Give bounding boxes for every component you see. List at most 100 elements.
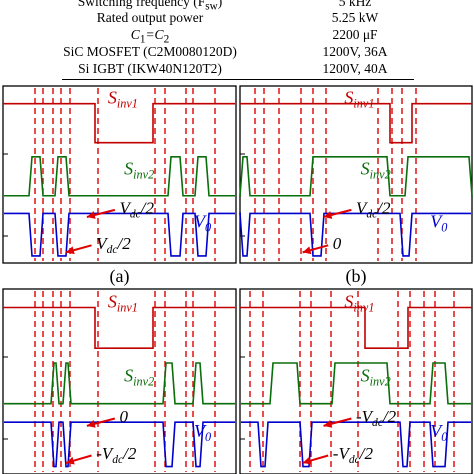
signal-label: Sinv1 [344,88,374,111]
v0-trace [239,212,471,257]
table-row-label: SiC MOSFET (C2M0080120D) [63,44,237,59]
signal-label: V0 [430,421,447,444]
signal-label-sub: 0 [205,430,211,444]
table-cell-sub: 1 [139,33,146,46]
signal-label-sub: inv1 [117,301,138,315]
signal-label: Vdc/2 [120,198,155,220]
table-cell-sub: sw [205,0,218,13]
signal-label: -Vdc/2 [356,407,397,429]
table-row-label: Rated output power [96,10,204,25]
signal-label-main: S [361,366,370,386]
signal-label: -Vdc/2 [96,444,137,466]
signal-label: Sinv2 [361,159,391,182]
table-cell-tail: ) [217,0,223,9]
signal-label-sub: inv2 [133,375,154,389]
signal-label-tail: /2 [116,234,131,253]
signal-label-sub: inv1 [353,97,374,111]
signal-label-sub: 0 [441,430,447,444]
signal-label-sub: dc [372,416,383,429]
v0-trace [241,421,471,468]
signal-label-sub: dc [130,207,141,220]
signal-label-main: S [124,366,133,386]
signal-label-sub: inv1 [117,97,138,111]
signal-label-sub: dc [366,207,377,220]
signal-label-sub: inv1 [353,301,374,315]
signal-label-tail: /2 [140,198,155,217]
panel-frame [239,288,473,474]
signal-label-main: S [124,159,133,179]
arrow-head [65,246,75,255]
arrow-head [323,419,333,428]
s-inv2-trace [4,156,235,197]
s-inv2-trace [241,362,471,405]
signal-label-main: -V [96,444,115,463]
signal-label-main: -V [333,444,352,463]
signal-label-main: V [194,212,207,232]
signal-label-main: V [120,198,133,217]
signal-label: Sinv1 [108,88,138,111]
table-cell-mid: =C [145,27,164,42]
s-inv1-trace [240,102,472,144]
table-row-label: Switching frequency (Fsw) [0,0,300,13]
signal-label-main: S [361,159,370,179]
signal-label: Sinv2 [361,366,391,389]
signal-label: Sinv2 [124,366,154,389]
panel-frame [2,288,237,474]
table-cell: C [130,27,140,42]
table-row-value: 2200 μF [332,27,378,42]
table-cell: Switching frequency (F [77,0,206,9]
v0-trace [4,421,235,468]
signal-label: Vdc/2 [96,234,131,256]
arrow-head [65,456,75,465]
s-inv1-trace [3,306,235,350]
signal-label-main: S [108,88,117,108]
signal-label-main: S [108,292,117,312]
signal-label-main: V [96,234,109,253]
s-inv1-trace [3,102,235,144]
signal-label-main: 0 [333,234,342,253]
table-cell-sub: 2 [163,33,170,46]
signal-label-main: V [430,212,443,232]
signal-label-main: V [430,421,443,441]
signal-label-main: 0 [120,407,129,426]
signal-label: Sinv1 [344,292,374,315]
signal-label: 0 [333,234,342,253]
signal-label-sub: inv2 [370,375,391,389]
signal-label-main: S [344,88,353,108]
table-row-value: 1200V, 40A [322,61,388,76]
signal-label: V0 [430,212,447,235]
signal-label-main: -V [356,407,375,426]
arrow-head [302,246,312,255]
table-row-label: C1=C2 [0,27,300,46]
signal-label-sub: inv2 [370,168,391,182]
signal-label-main: V [194,421,207,441]
signal-label-sub: inv2 [133,168,154,182]
signal-label: -Vdc/2 [333,444,374,466]
signal-label: Sinv1 [108,292,138,315]
signal-label-sub: dc [107,243,118,256]
arrow-head [86,211,96,219]
panel-frame [239,85,473,264]
s-inv2-trace [4,362,235,405]
signal-label-tail: /2 [359,444,374,463]
signal-label-sub: 0 [205,221,211,235]
signal-label: Vdc/2 [356,198,391,220]
table-rule [62,79,414,80]
signal-label-tail: /2 [382,407,397,426]
table-row-value: 1200V, 36A [322,44,388,59]
panel-frame [2,85,237,264]
signal-label-sub: dc [349,453,360,466]
signal-label: V0 [194,421,211,444]
panel-caption: (b) [346,266,367,287]
s-inv1-trace [240,306,472,350]
signal-label-sub: dc [112,453,123,466]
table-row-value: 5 kHz [338,0,372,9]
v0-trace [4,212,235,257]
signal-label-main: V [356,198,369,217]
table-row-value: 5.25 kW [331,10,379,25]
signal-label: V0 [194,212,211,235]
